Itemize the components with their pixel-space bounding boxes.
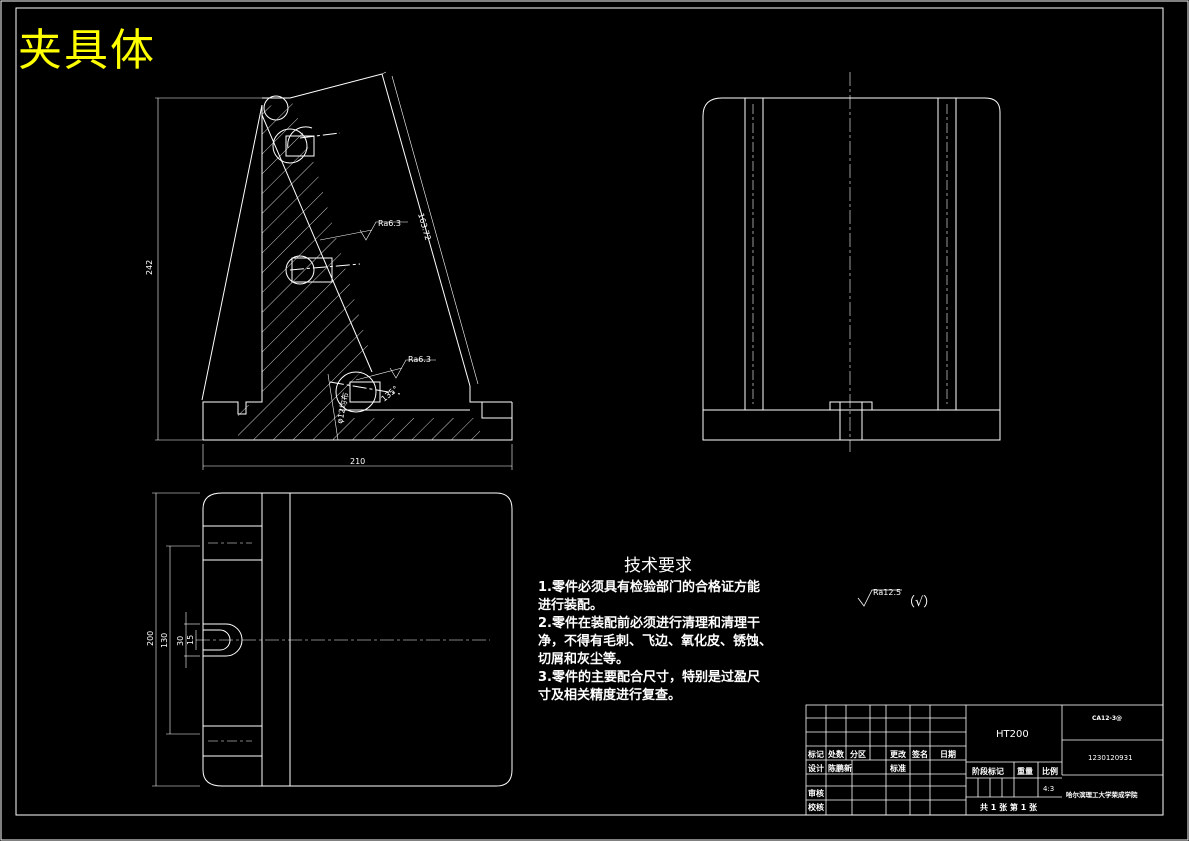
dim-slant-length: 163.72 (416, 212, 432, 241)
tb-designer: 陈鹏新 (828, 763, 852, 773)
tech-requirement-line: 1.零件必须具有检验部门的合格证方能 (538, 580, 760, 595)
tech-requirement-line: 净，不得有毛刺、飞边、氧化皮、锈蚀、 (538, 634, 773, 649)
general-roughness-suffix: （√） (902, 595, 936, 610)
tb-sheets: 共 1 张 第 1 张 (980, 802, 1038, 812)
general-roughness-value: Ra12.5 (873, 588, 901, 597)
tech-requirement-line: 进行装配。 (538, 598, 604, 613)
tech-requirement-line: 3.零件的主要配合尺寸，特别是过盈尺 (538, 670, 760, 685)
tb-zone: 分区 (850, 749, 866, 759)
tb-mark: 标记 (807, 749, 824, 759)
tb-count: 处数 (827, 749, 845, 759)
dim-chamfer: 135° (380, 384, 401, 403)
tb-stage: 阶段标记 (972, 766, 1004, 776)
tech-requirements-heading: 技术要求 (624, 556, 692, 576)
tb-scale-value: 4:3 (1043, 785, 1054, 793)
technical-requirements: 技术要求 1.零件必须具有检验部门的合格证方能 进行装配。 2.零件在装配前必须… (538, 551, 808, 705)
tb-drawing-code: CA12-3@ (1092, 715, 1122, 722)
tb-weight: 重量 (1017, 766, 1033, 776)
title-block (805, 704, 1164, 816)
dim-slot-inner: 15 (186, 635, 195, 645)
tb-material: HT200 (996, 729, 1029, 740)
tb-change: 更改 (890, 749, 907, 759)
tb-scale: 比例 (1042, 766, 1058, 776)
roughness-label-2: Ra6.3 (408, 355, 431, 364)
tech-requirement-line: 寸及相关精度进行复查。 (538, 688, 682, 703)
dim-slot-width: 30 (176, 636, 185, 646)
tb-drawing-number: 1230120931 (1088, 754, 1133, 762)
plan-view (152, 492, 513, 787)
drawing-title: 夹具体 (18, 25, 156, 76)
tb-review: 审核 (808, 788, 824, 798)
tb-standard: 标准 (889, 763, 906, 773)
tech-requirement-line: 2.零件在装配前必须进行清理和清理干 (538, 616, 760, 631)
dim-height-main: 242 (145, 260, 154, 275)
section-hatch (238, 96, 480, 440)
inner-border (15, 7, 1164, 816)
dim-width-base: 210 (350, 457, 365, 466)
front-view (155, 71, 513, 470)
roughness-symbol (857, 589, 902, 607)
tb-date: 日期 (940, 749, 956, 759)
tb-school: 哈尔滨理工大学荣成学院 (1066, 790, 1138, 799)
side-view (702, 72, 1001, 452)
tb-sign: 签名 (911, 749, 928, 759)
roughness-label-1: Ra6.3 (378, 219, 401, 228)
dim-plan-height: 200 (146, 631, 155, 646)
tb-design: 设计 (808, 763, 824, 773)
tb-approve: 校核 (808, 802, 824, 812)
tech-requirement-line: 切屑和灰尘等。 (538, 652, 630, 667)
dim-plan-inner: 130 (160, 633, 169, 648)
